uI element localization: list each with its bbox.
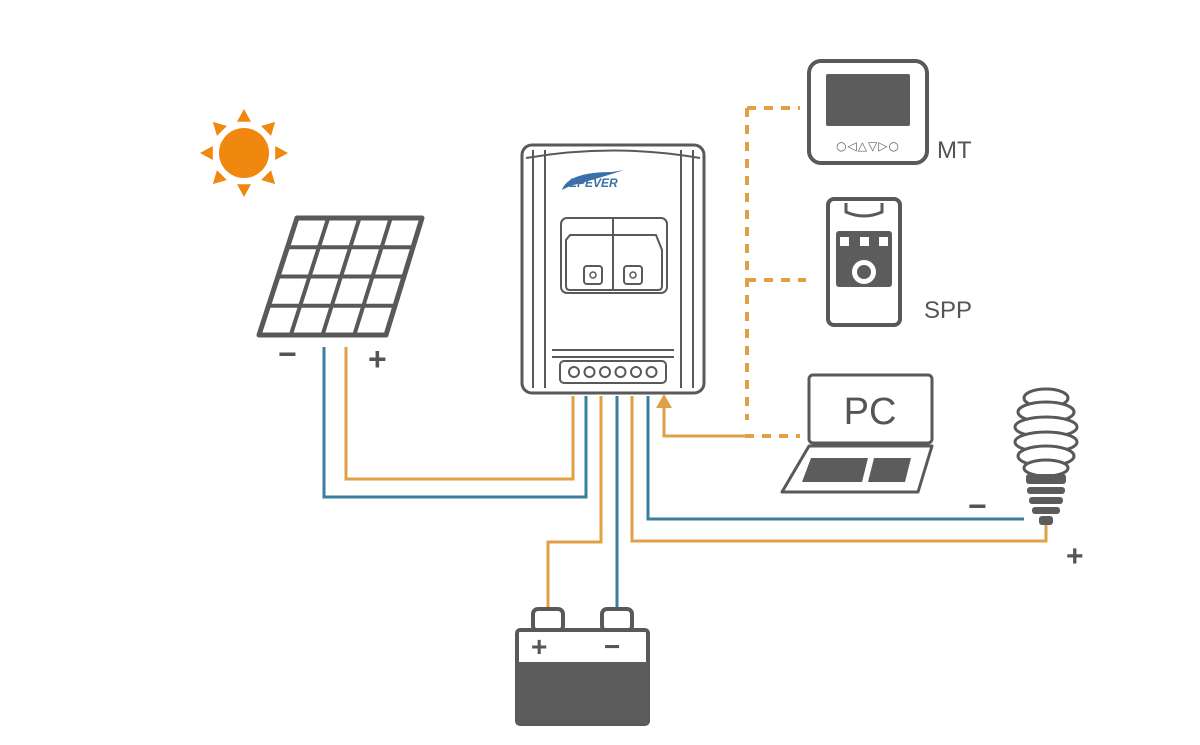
controller-brand: EPEVER (569, 176, 618, 190)
sun-icon (200, 109, 288, 197)
sun-ray (212, 121, 227, 136)
sun-disc (219, 128, 269, 178)
spp-key-3 (879, 237, 888, 246)
controller-display-btn-left-dot (589, 271, 597, 279)
solar-panel-grid (268, 217, 413, 336)
sun-ray (261, 121, 276, 136)
meter-mt-icon: ○◁△▽▷○ (807, 59, 929, 165)
bulb-tip (1039, 516, 1053, 525)
bulb-base-ring-3 (1032, 507, 1060, 514)
bulb-coil (1022, 458, 1070, 478)
controller-top-cap (525, 149, 701, 159)
controller-display-btn-right (623, 265, 643, 285)
battery-fill (517, 662, 648, 724)
controller-terminal-strip (559, 360, 667, 384)
sun-ray (237, 109, 251, 122)
controller-display-btn-left (583, 265, 603, 285)
mt-buttons: ○◁△▽▷○ (836, 139, 900, 153)
comm-dashed-lines (745, 106, 806, 438)
sun-ray (261, 170, 276, 185)
load-positive-wire (630, 396, 1048, 543)
bulb-base-ring-1 (1027, 487, 1065, 494)
solar-minus-label: − (278, 336, 297, 372)
load-minus-label: − (968, 488, 987, 524)
panel-grid-vline (352, 217, 393, 336)
controller-terminal (614, 366, 627, 378)
controller-terminal (599, 366, 611, 378)
comm-arrow-icon (656, 394, 672, 408)
laptop-icon (780, 373, 934, 494)
wires (322, 347, 1048, 610)
controller-logo: EPEVER (562, 170, 624, 190)
sun-ray (237, 184, 251, 197)
solar-plus-label: + (368, 341, 387, 377)
spp-top-slot (844, 203, 884, 218)
load-negative-wire (646, 396, 1024, 521)
charge-controller-icon: EPEVER (520, 143, 706, 395)
laptop-keyboard-left (802, 458, 868, 482)
logo-swoosh (562, 170, 624, 190)
laptop-screen (807, 373, 934, 445)
spp-socket-inner (857, 265, 871, 279)
spp-panel (836, 231, 892, 287)
controller-display-btn-right-dot (629, 271, 637, 279)
solar-negative-wire (322, 347, 588, 499)
battery-minus-label: − (604, 631, 620, 662)
solar-positive-wire (344, 347, 575, 481)
controller-terminal (583, 366, 596, 378)
spp-label: SPP (924, 297, 972, 324)
spp-key-2 (860, 237, 869, 246)
controller-display-inner (565, 234, 663, 291)
sun-ray (275, 146, 288, 160)
load-plus-label: + (1066, 540, 1084, 573)
comm-wire (662, 406, 745, 438)
controller-terminal (568, 366, 580, 378)
mt-label: MT (937, 137, 972, 164)
spp-key-1 (840, 237, 849, 246)
controller-terminal (630, 366, 642, 378)
battery-terminal-positive (531, 607, 565, 633)
sun-rays (200, 109, 288, 197)
bulb-base-ring-2 (1029, 497, 1063, 504)
bulb-spiral (1013, 387, 1079, 478)
battery-positive-wire (546, 396, 603, 610)
solar-panel-icon (256, 215, 425, 338)
battery-plus-label: + (531, 631, 547, 662)
mt-screen (826, 74, 910, 126)
spp-device-icon (826, 197, 902, 327)
sun-ray (200, 146, 213, 160)
sun-ray (212, 170, 227, 185)
controller-terminal (645, 366, 658, 378)
bulb-neck (1026, 474, 1066, 484)
laptop-keyboard-right (868, 458, 911, 482)
controller-terminals (568, 366, 658, 378)
battery-terminal-negative (600, 607, 634, 633)
battery-icon (515, 607, 650, 726)
light-bulb-icon (1013, 387, 1079, 525)
pc-label: PC (844, 391, 897, 433)
